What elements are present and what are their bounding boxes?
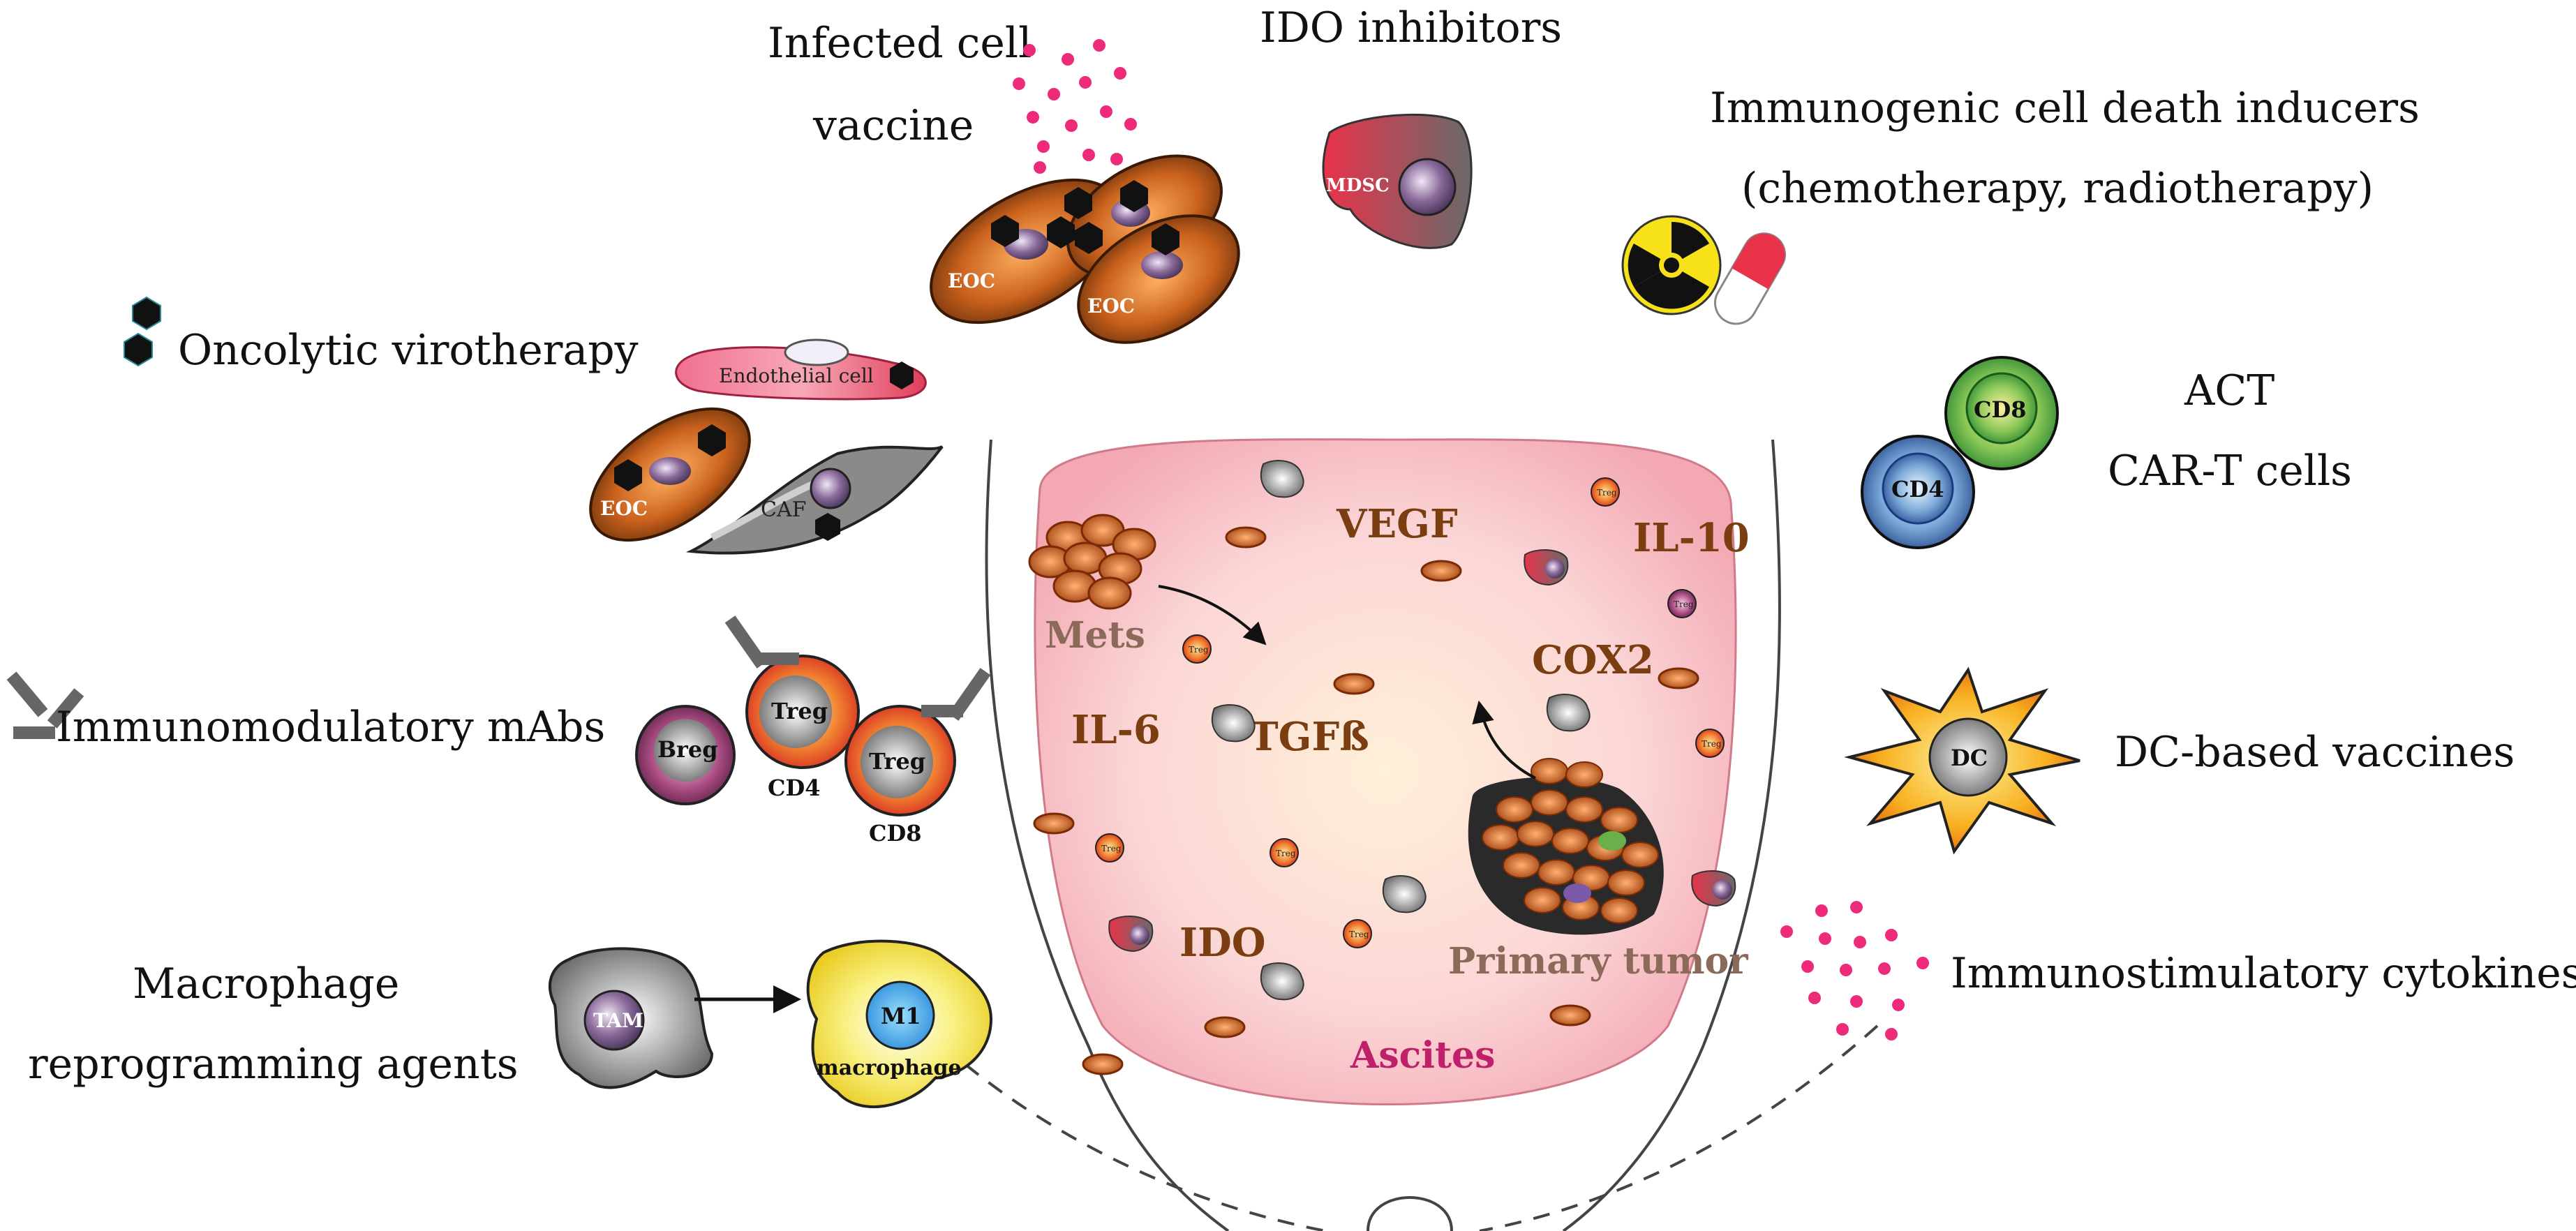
immunostimulatory-cytokines-label: Immunostimulatory cytokines xyxy=(1951,949,2576,998)
hexagon-virus-icon xyxy=(991,180,1179,255)
small-grey-t-cells xyxy=(1211,460,1591,1001)
svg-text:Treg: Treg xyxy=(1189,645,1209,655)
m1-sub-label: macrophage xyxy=(817,1056,962,1080)
tam-cell: TAM xyxy=(548,947,714,1089)
cd4-label: CD4 xyxy=(1891,476,1944,502)
eoc-label-3: EOC xyxy=(600,497,648,520)
mdsc-cell-top: MDSC xyxy=(1322,113,1473,249)
cd4-t-cell: CD4 xyxy=(1861,435,1975,549)
breg-cell: Breg xyxy=(635,705,736,805)
svg-text:Treg: Treg xyxy=(1674,599,1694,609)
il6-label: IL-6 xyxy=(1071,707,1161,753)
breg-label: Breg xyxy=(657,736,718,763)
svg-text:Treg: Treg xyxy=(1101,844,1122,853)
mdsc-label: MDSC xyxy=(1326,175,1390,196)
icd-inducers-label-line2: (chemotherapy, radiotherapy) xyxy=(1741,164,2374,213)
caf-label: CAF xyxy=(761,498,806,522)
mets-arrow xyxy=(1158,585,1267,646)
cytokine-dots-icon xyxy=(1013,39,1137,174)
cd8-label: CD8 xyxy=(1974,396,2026,423)
svg-text:Treg: Treg xyxy=(1276,849,1296,858)
infected-eoc-cluster: EOC EOC xyxy=(930,154,1240,344)
vegf-label: VEGF xyxy=(1336,501,1458,547)
antibody-icon xyxy=(6,671,84,739)
il10-label: IL-10 xyxy=(1633,515,1750,561)
ido-inhibitors-label: IDO inhibitors xyxy=(1260,3,1562,52)
treg-label-1: Treg xyxy=(771,698,828,724)
act-label: ACT xyxy=(2184,366,2275,415)
scattered-tumor-cells xyxy=(1033,526,1699,1075)
body-outline xyxy=(920,439,1879,1231)
ascites-label: Ascites xyxy=(1350,1034,1495,1077)
hexagon-virus-icon xyxy=(124,296,161,367)
cox2-label: COX2 xyxy=(1532,637,1654,683)
car-t-label: CAR-T cells xyxy=(2108,447,2352,495)
dc-label: DC xyxy=(1951,745,1988,771)
macrophage-reprogramming-label-line1: Macrophage xyxy=(133,960,399,1008)
mets-cluster xyxy=(1028,514,1156,610)
cd4-sub-label: CD4 xyxy=(768,775,820,801)
immunomodulatory-mabs-label: Immunomodulatory mAbs xyxy=(56,703,605,752)
icd-inducers-label-line1: Immunogenic cell death inducers xyxy=(1710,84,2420,133)
dendritic-cell: DC xyxy=(1844,666,2080,855)
small-treg-cells: Treg Treg Treg Treg Treg Treg Treg xyxy=(1095,477,1725,948)
endothelial-cell: Endothelial cell xyxy=(675,338,927,401)
eoc-label-2: EOC xyxy=(1087,294,1135,318)
infected-cell-vaccine-label-line2: vaccine xyxy=(812,101,974,150)
primary-tumor xyxy=(1468,758,1664,935)
primary-tumor-arrow xyxy=(1472,700,1536,779)
endothelial-cell-label: Endothelial cell xyxy=(719,364,874,387)
treg-label-2: Treg xyxy=(869,748,925,775)
treg-cd4-cell: Treg CD4 xyxy=(724,616,860,801)
svg-text:Treg: Treg xyxy=(1702,739,1722,749)
radiation-icon xyxy=(1621,215,1722,315)
m1-label: M1 xyxy=(881,1003,921,1029)
svg-text:Treg: Treg xyxy=(1597,488,1617,498)
eoc-label-1: EOC xyxy=(948,269,995,292)
tam-label: TAM xyxy=(593,1009,643,1032)
macrophage-reprogramming-label-line2: reprogramming agents xyxy=(28,1040,519,1089)
pill-icon xyxy=(1714,232,1786,325)
svg-text:Treg: Treg xyxy=(1349,930,1369,939)
treg-cd8-cell: Treg CD8 xyxy=(844,668,991,846)
mets-label: Mets xyxy=(1045,614,1145,657)
caf-cell: CAF xyxy=(685,445,944,555)
cytokine-dots-icon xyxy=(1780,901,1929,1040)
tgfb-label: TGFß xyxy=(1249,714,1369,760)
ido-label: IDO xyxy=(1179,920,1266,966)
eoc-cell-left: EOC xyxy=(589,407,751,542)
small-mdsc-cells xyxy=(1108,549,1736,953)
cd8-t-cell: CD8 xyxy=(1944,356,2059,470)
primary-tumor-label: Primary tumor xyxy=(1448,940,1748,983)
m1-macrophage-cell: M1 macrophage xyxy=(806,939,993,1108)
oncolytic-virotherapy-label: Oncolytic virotherapy xyxy=(178,326,639,375)
infected-cell-vaccine-label-line1: Infected cell xyxy=(768,19,1032,68)
cd8-sub-label: CD8 xyxy=(869,820,921,846)
dc-vaccines-label: DC-based vaccines xyxy=(2115,728,2515,777)
